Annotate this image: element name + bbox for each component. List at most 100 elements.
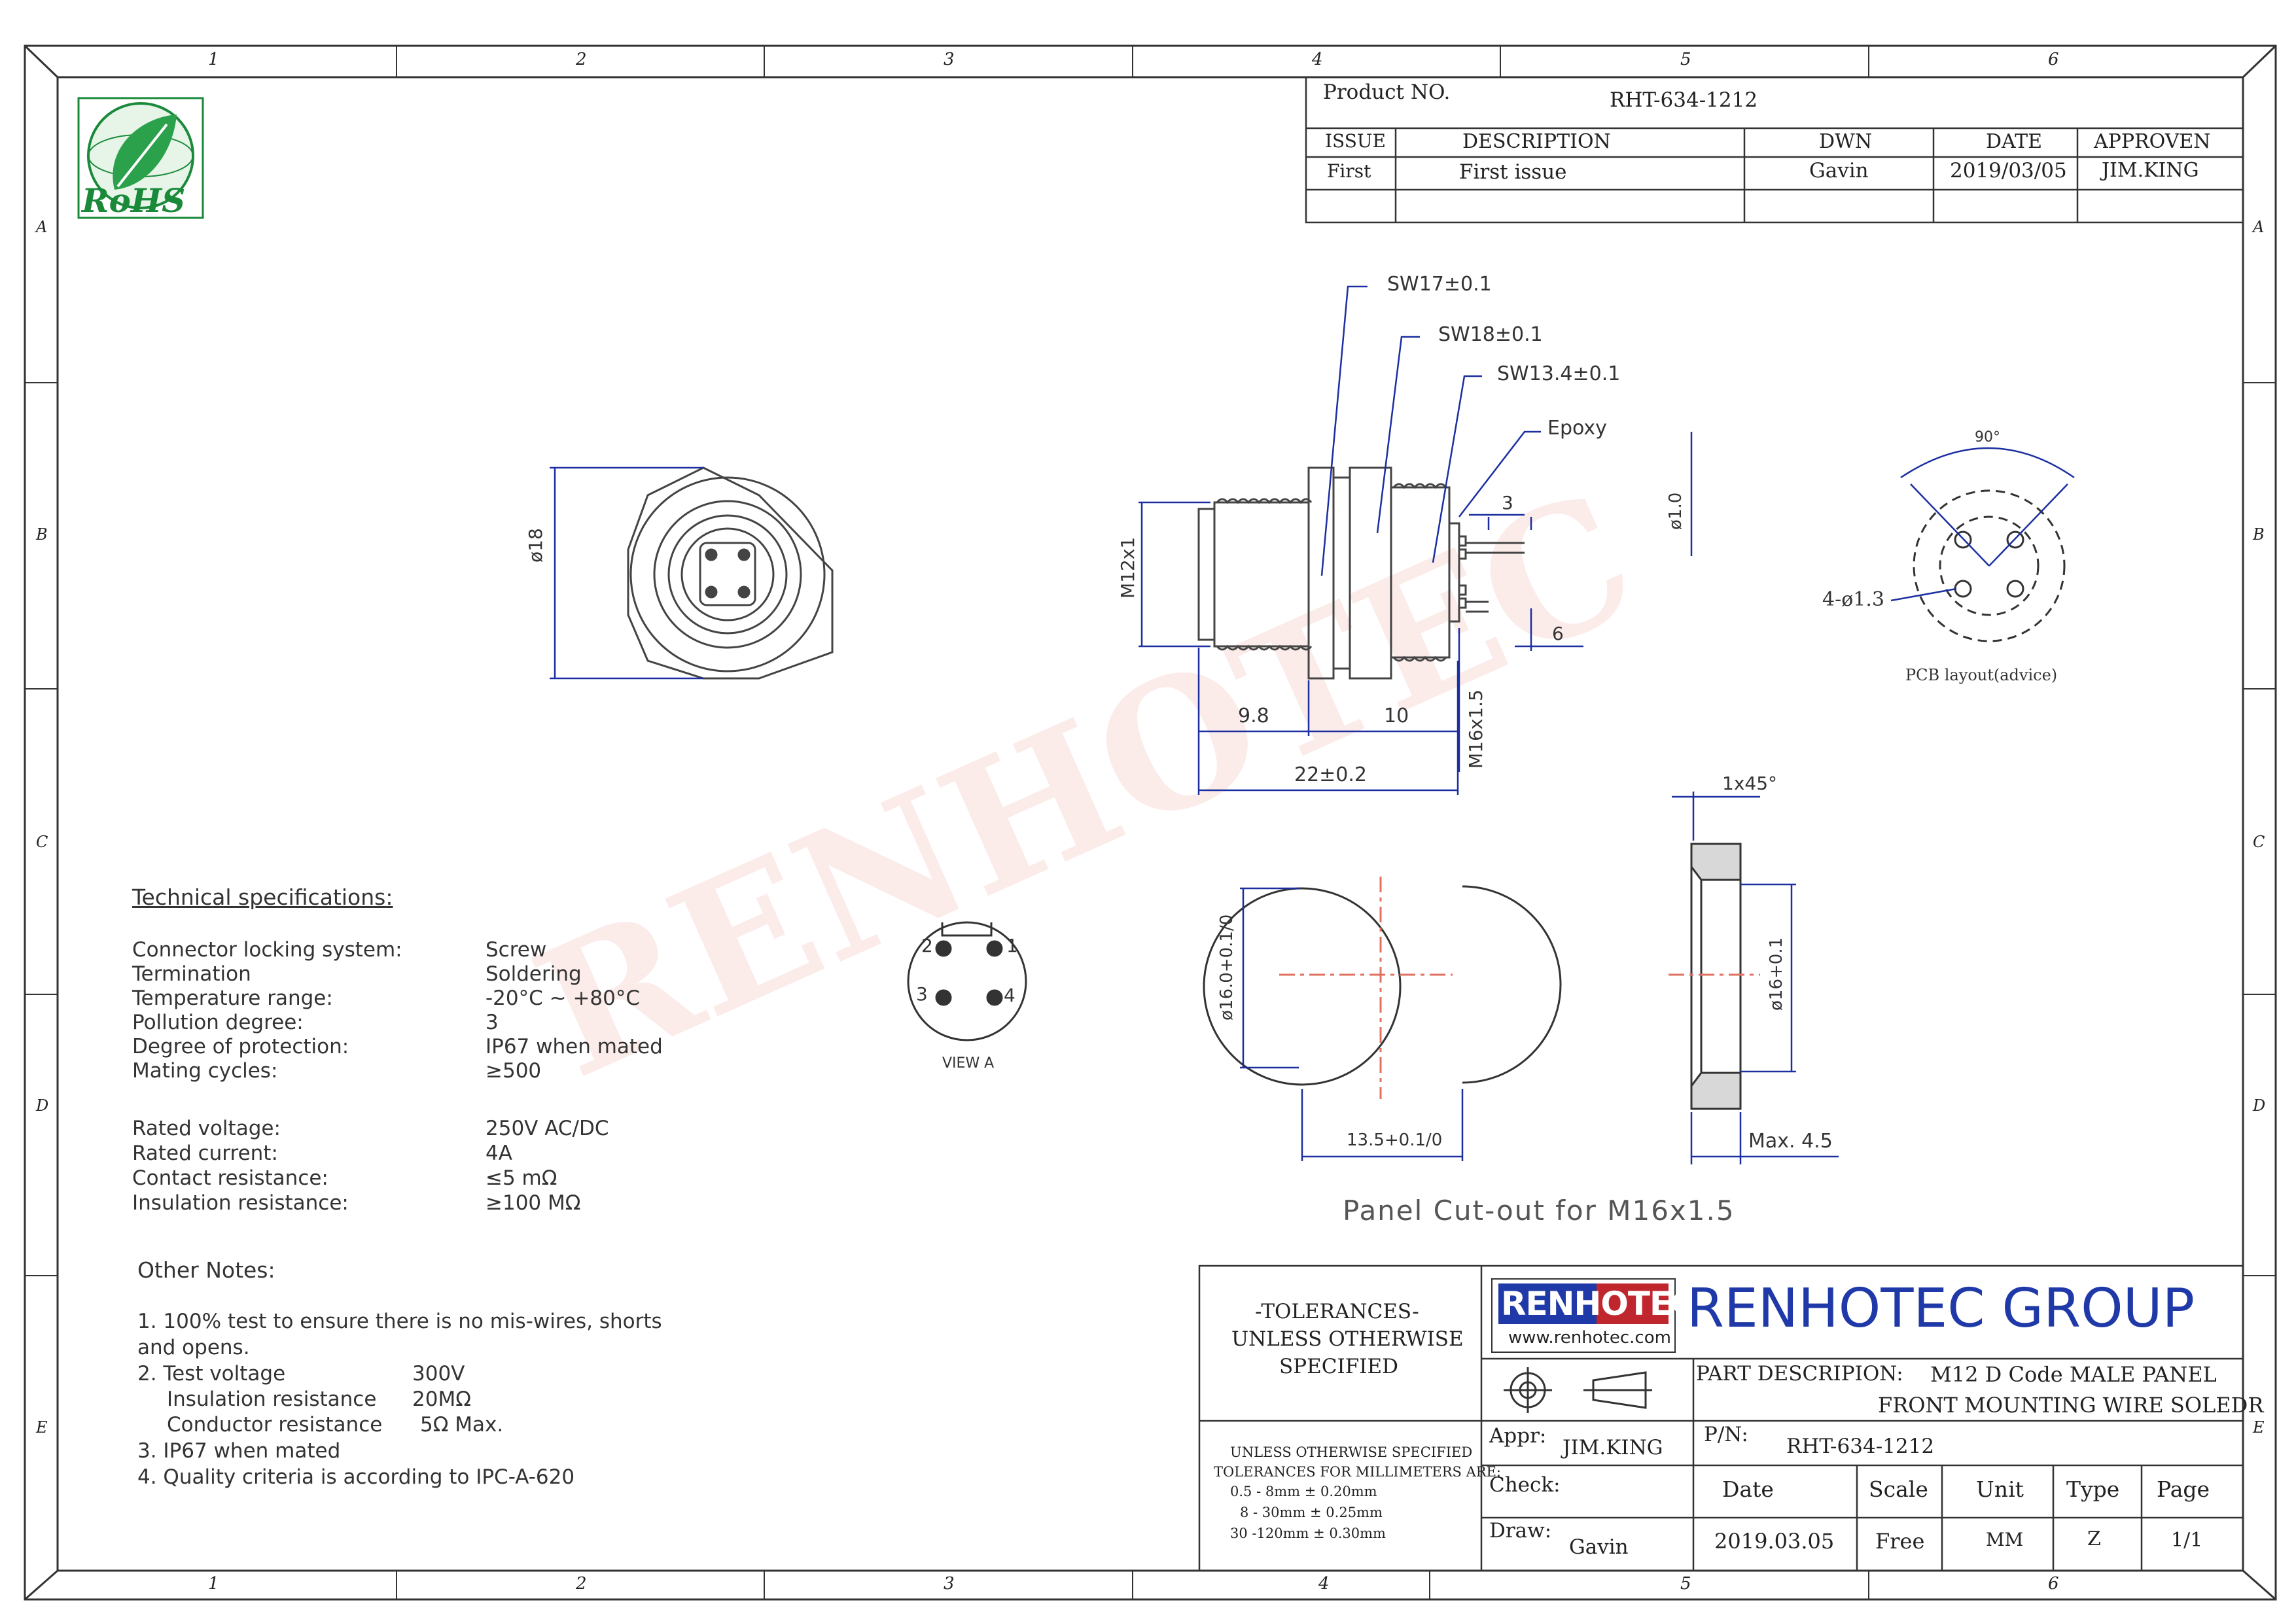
note-line-2: 2. Test voltage — [137, 1362, 286, 1386]
dim-9-8: 9.8 — [1238, 705, 1269, 727]
spec-val-0: Screw — [486, 938, 547, 962]
tolerance-title: -TOLERANCES- — [1255, 1300, 1419, 1323]
row-label-b-right: B — [2253, 525, 2265, 544]
tolerance-small-4: 30 -120mm ± 0.30mm — [1230, 1526, 1386, 1541]
row-label-d-right: D — [2253, 1096, 2266, 1115]
tolerance-line3: SPECIFIED — [1279, 1355, 1398, 1378]
header-cell-description: First issue — [1459, 160, 1567, 184]
spec-val-7: 4A — [486, 1142, 512, 1165]
row-label-a: A — [36, 218, 48, 236]
tolerance-line2: UNLESS OTHERWISE — [1231, 1327, 1464, 1351]
callout-sw134: SW13.4±0.1 — [1497, 362, 1621, 385]
row-label-a-right: A — [2253, 218, 2265, 236]
dim-d18: ø18 — [525, 528, 546, 563]
draw-value: Gavin — [1569, 1535, 1629, 1559]
note-line-1: and opens. — [137, 1336, 250, 1359]
dim-3: 3 — [1502, 492, 1513, 514]
col-label-5-bottom: 5 — [1680, 1574, 1691, 1594]
spec-val-6: 250V AC/DC — [486, 1117, 609, 1140]
watermark: RENHOTEC — [508, 451, 1663, 1117]
pcb-label: PCB layout(advice) — [1905, 666, 2058, 684]
header-cell-issue: First — [1327, 160, 1371, 182]
header-cell-date: 2019/03/05 — [1950, 159, 2067, 183]
spec-val-5: ≥500 — [486, 1059, 542, 1083]
pcb-layout — [1900, 447, 2075, 642]
row-label-c: C — [36, 833, 48, 851]
check-label: Check: — [1489, 1473, 1561, 1497]
header-col-description: DESCRIPTION — [1462, 130, 1611, 153]
side-view — [1197, 466, 1525, 680]
tb-col-page: Page — [2157, 1476, 2210, 1502]
spec-val-8: ≤5 mΩ — [486, 1166, 557, 1190]
pin-1: 1 — [1006, 935, 1018, 956]
spec-key-6: Rated voltage: — [132, 1117, 281, 1140]
group-name: RENHOTEC GROUP — [1687, 1278, 2195, 1340]
note-line-9: 4. Quality criteria is according to IPC-… — [137, 1465, 575, 1489]
row-label-d: D — [36, 1096, 49, 1115]
dim-d16: ø16+0.1 — [1767, 937, 1786, 1011]
panel-section — [1669, 792, 1839, 1164]
row-label-c-right: C — [2253, 833, 2265, 851]
rohs-text: RoHS — [82, 181, 186, 220]
note-line-0: 1. 100% test to ensure there is no mis-w… — [137, 1310, 662, 1333]
dim-pin-dia: ø1.0 — [1666, 492, 1686, 530]
note-line-8: 3. IP67 when mated — [137, 1439, 341, 1463]
note-line-6: Conductor resistance — [167, 1413, 383, 1437]
col-label-1-bottom: 1 — [208, 1574, 219, 1594]
spec-val-2: -20°C ~ +80°C — [486, 986, 641, 1010]
col-label-2-bottom: 2 — [576, 1574, 587, 1594]
dim-chamfer: 1x45° — [1722, 773, 1778, 794]
notes-heading: Other Notes: — [137, 1257, 275, 1283]
header-col-issue: ISSUE — [1325, 130, 1386, 152]
header-cell-dwn: Gavin — [1809, 159, 1869, 183]
product-label: Product NO. — [1323, 80, 1451, 104]
projection-icon — [1504, 1367, 1652, 1413]
tb-col-type: Type — [2066, 1476, 2120, 1502]
col-label-1: 1 — [208, 50, 219, 69]
view-a — [907, 921, 1027, 1041]
view-a-label: VIEW A — [942, 1055, 995, 1072]
pin-4: 4 — [1004, 985, 1016, 1006]
dim-6: 6 — [1552, 623, 1564, 644]
header-cell-approven: JIM.KING — [2102, 159, 2199, 182]
appr-value: JIM.KING — [1563, 1436, 1663, 1459]
row-label-e: E — [36, 1418, 48, 1437]
dim-22: 22±0.2 — [1294, 763, 1368, 786]
appr-label: Appr: — [1489, 1424, 1547, 1448]
tb-val-date: 2019.03.05 — [1714, 1529, 1835, 1554]
tb-val-scale: Free — [1875, 1529, 1925, 1554]
col-label-6-bottom: 6 — [2048, 1574, 2059, 1594]
col-label-5: 5 — [1680, 50, 1691, 69]
dim-max-4-5: Max. 4.5 — [1748, 1130, 1833, 1153]
note-line-7: 5Ω Max. — [420, 1413, 504, 1437]
brand-box-text: RENHOTEC — [1501, 1285, 1695, 1323]
dim-m12: M12x1 — [1117, 536, 1139, 599]
tb-col-unit: Unit — [1976, 1476, 2024, 1502]
spec-key-9: Insulation resistance: — [132, 1191, 349, 1215]
tb-col-date: Date — [1722, 1476, 1774, 1502]
part-desc-line1: M12 D Code MALE PANEL — [1930, 1362, 2217, 1387]
note-line-5: 20MΩ — [412, 1387, 471, 1411]
row-label-b: B — [36, 525, 48, 544]
spec-val-1: Soldering — [486, 962, 582, 986]
col-label-3: 3 — [944, 50, 955, 69]
rohs-logo — [77, 97, 204, 219]
spec-val-9: ≥100 MΩ — [486, 1191, 581, 1215]
panel-cutout-title: Panel Cut-out for M16x1.5 — [1343, 1195, 1735, 1227]
col-label-6: 6 — [2048, 50, 2059, 69]
product-value: RHT-634-1212 — [1610, 88, 1758, 112]
pin-3: 3 — [916, 983, 928, 1005]
row-label-e-right: E — [2253, 1418, 2265, 1437]
part-desc-label: PART DESCRIPION: — [1696, 1362, 1903, 1386]
spec-key-4: Degree of protection: — [132, 1035, 349, 1058]
part-desc-line2: FRONT MOUNTING WIRE SOLEDR — [1878, 1393, 2264, 1418]
col-label-3-bottom: 3 — [944, 1574, 955, 1594]
spec-val-4: IP67 when mated — [486, 1035, 663, 1058]
draw-label: Draw: — [1489, 1519, 1552, 1543]
note-line-3: 300V — [412, 1362, 465, 1386]
col-label-4-bottom: 4 — [1318, 1574, 1330, 1594]
pn-value: RHT-634-1212 — [1786, 1435, 1935, 1458]
dim-10: 10 — [1384, 705, 1409, 727]
tb-val-type: Z — [2087, 1527, 2101, 1550]
